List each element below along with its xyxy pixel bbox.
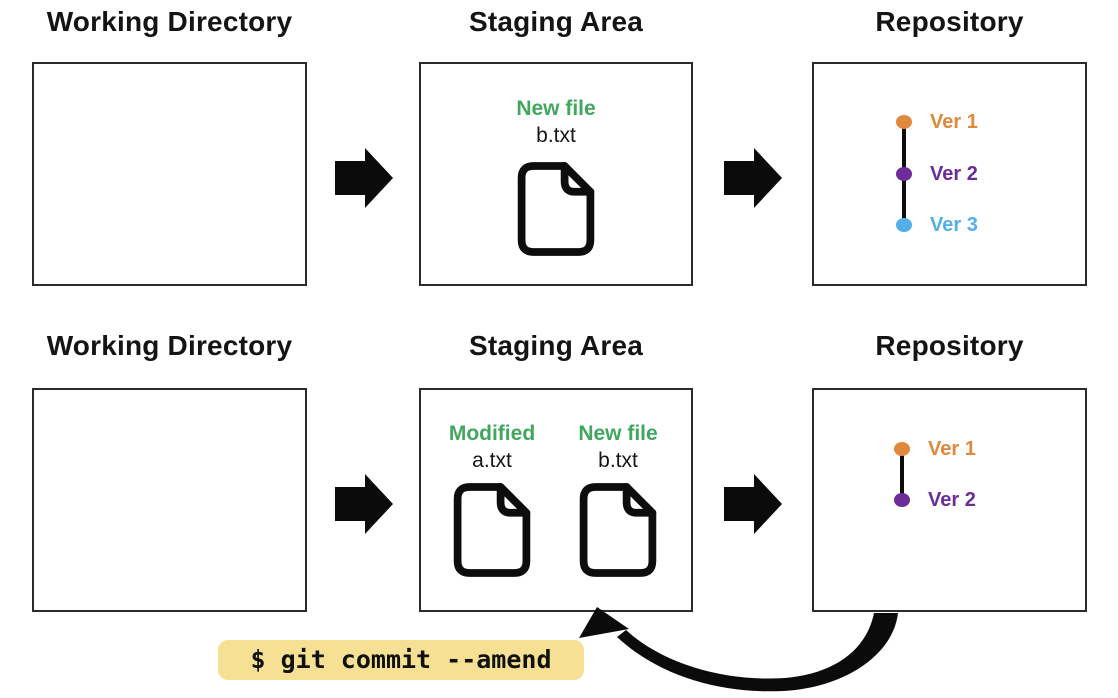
file-status-label: New file bbox=[516, 97, 596, 120]
file-icon bbox=[453, 483, 531, 577]
file-name-label: b.txt bbox=[536, 124, 576, 147]
row1-staging-area-title: Staging Area bbox=[468, 6, 644, 37]
file-icon bbox=[579, 483, 657, 577]
file-status-label: Modified bbox=[448, 422, 536, 445]
flow-arrow-icon bbox=[335, 148, 393, 208]
commit-dot bbox=[894, 442, 910, 456]
file-icon bbox=[517, 162, 595, 256]
row1-repository-box: Ver 1 Ver 2 Ver 3 bbox=[812, 62, 1087, 286]
commit-label: Ver 1 bbox=[930, 111, 978, 133]
row2-repository-box: Ver 1 Ver 2 bbox=[812, 388, 1087, 612]
commit-dot bbox=[896, 115, 912, 129]
flow-arrow-icon bbox=[335, 474, 393, 534]
flow-arrow-icon bbox=[724, 148, 782, 208]
row1-staging-area-box: New file b.txt bbox=[419, 62, 693, 286]
curved-amend-arrow-icon bbox=[579, 607, 898, 692]
commit-line bbox=[900, 448, 904, 501]
commit-dot bbox=[896, 218, 912, 232]
file-name-label: b.txt bbox=[598, 449, 638, 472]
commit-dot bbox=[896, 167, 912, 181]
git-commit-amend-command: $ git commit --amend bbox=[218, 640, 584, 680]
row1-working-directory-title: Working Directory bbox=[46, 6, 293, 37]
row1-working-directory-box bbox=[32, 62, 307, 286]
row2-staging-area-title: Staging Area bbox=[468, 330, 644, 361]
commit-label: Ver 3 bbox=[930, 214, 978, 236]
flow-arrow-icon bbox=[724, 474, 782, 534]
commit-label: Ver 2 bbox=[930, 163, 978, 185]
commit-dot bbox=[894, 493, 910, 507]
file-status-label: New file bbox=[578, 422, 658, 445]
commit-label: Ver 1 bbox=[928, 438, 976, 460]
file-name-label: a.txt bbox=[472, 449, 512, 472]
row2-staging-area-box: Modified a.txt New file b.txt bbox=[419, 388, 693, 612]
commit-label: Ver 2 bbox=[928, 489, 976, 511]
row2-repository-title: Repository bbox=[875, 330, 1024, 361]
row2-working-directory-box bbox=[32, 388, 307, 612]
row2-working-directory-title: Working Directory bbox=[46, 330, 293, 361]
row1-repository-title: Repository bbox=[875, 6, 1024, 37]
